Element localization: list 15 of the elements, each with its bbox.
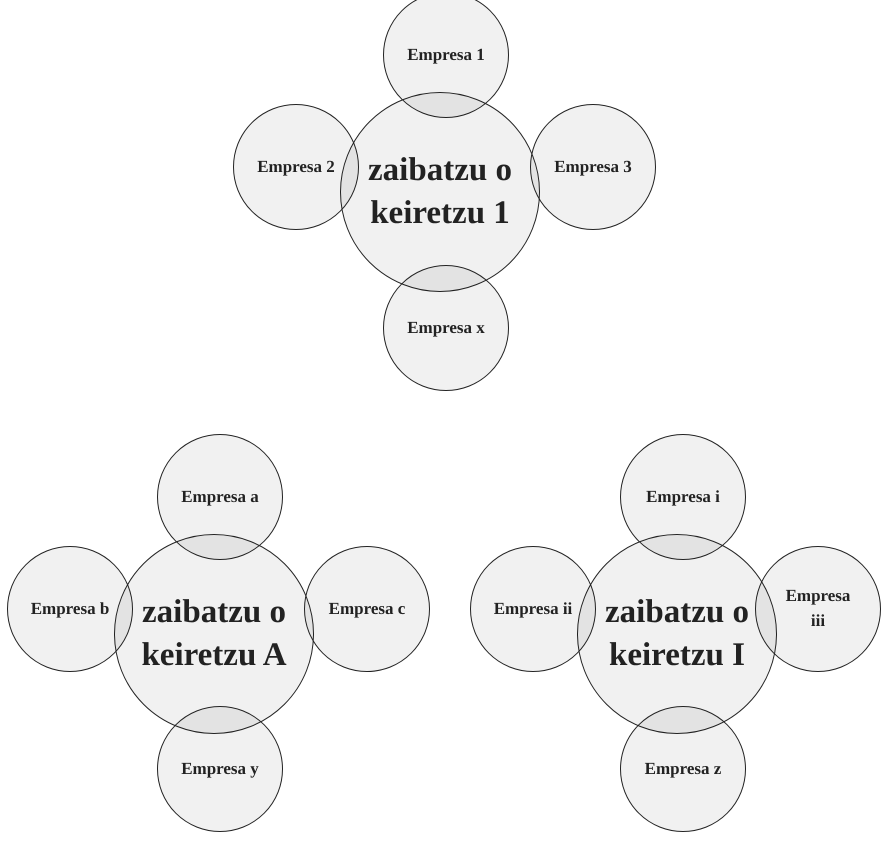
circle-label: zaibatzu o keiretzu I bbox=[604, 593, 750, 675]
circle-label: Empresa a bbox=[180, 486, 260, 508]
circle-label: Empresa i bbox=[645, 486, 721, 508]
circle-label: Empresa c bbox=[328, 598, 406, 620]
circle-label: Empresa iii bbox=[784, 585, 852, 632]
circle-label: Empresa 1 bbox=[406, 44, 486, 66]
circle-label: zaibatzu o keiretzu A bbox=[140, 593, 288, 675]
circle-label: Empresa z bbox=[644, 758, 722, 780]
circle-label: Empresa ii bbox=[493, 598, 573, 620]
circle-label: Empresa y bbox=[180, 758, 260, 780]
circle-label: zaibatzu o keiretzu 1 bbox=[367, 151, 513, 233]
circle-label: Empresa 2 bbox=[256, 156, 336, 178]
circle-label: Empresa x bbox=[406, 316, 486, 339]
circle-label: Empresa 3 bbox=[553, 156, 633, 178]
circle-label: Empresa b bbox=[30, 598, 110, 620]
